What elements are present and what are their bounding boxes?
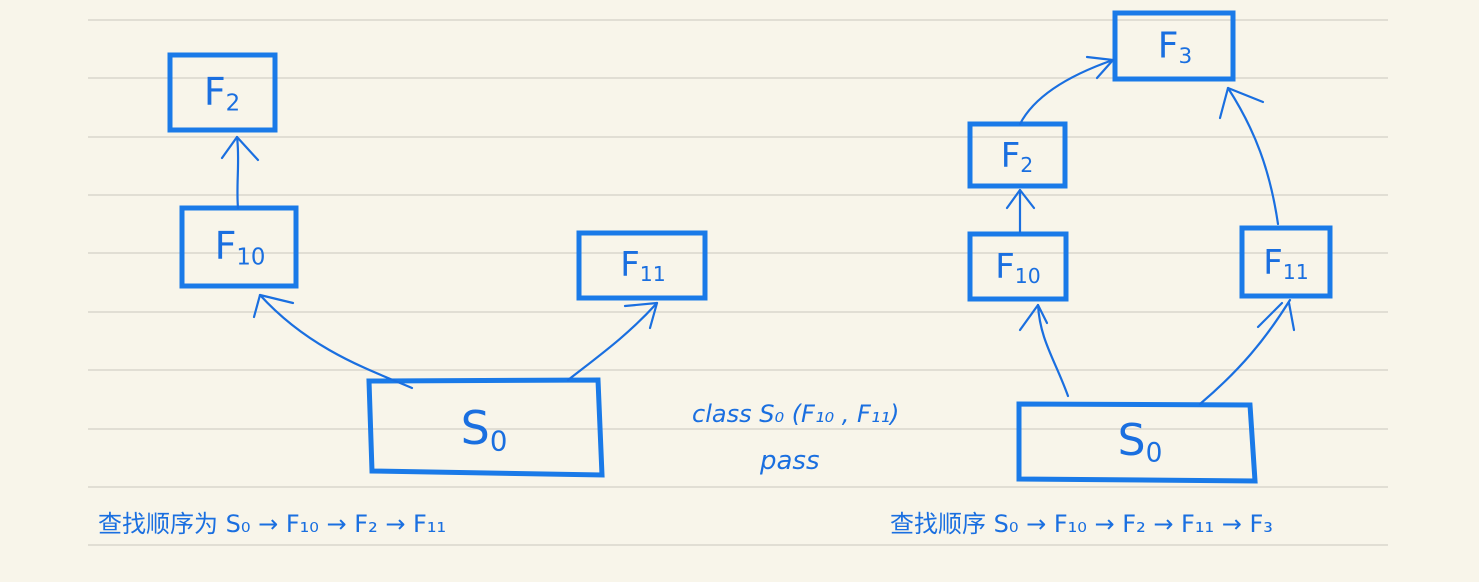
code-line-pass: pass (760, 446, 820, 476)
left-arrow-f10-f2 (235, 135, 240, 210)
right-arrow-s0-f11 (1198, 298, 1292, 406)
ruled-lines (88, 19, 1388, 546)
right-arrow-f11-f3 (1226, 86, 1280, 226)
right-node-f11-box (1239, 225, 1333, 299)
left-node-s0-box (366, 377, 605, 478)
right-arrow-s0-f10 (1036, 303, 1070, 398)
left-arrow-s0-f10 (258, 293, 414, 390)
right-arrows (1005, 55, 1296, 406)
left-arrowhead-f10 (252, 293, 295, 319)
left-node-f10-label: F10 (214, 223, 266, 271)
code-line-class: class S₀ (F₁₀ , F₁₁) (692, 400, 900, 428)
left-node-s0-label: S0 (460, 400, 508, 458)
left-node-f11-label: F11 (620, 244, 666, 286)
right-arrowhead-f3-left (1085, 55, 1115, 80)
right-node-f2-box (967, 121, 1068, 189)
left-arrowhead-f11 (623, 301, 659, 330)
right-node-s0-label: S0 (1117, 415, 1163, 469)
right-node-s0-box (1016, 401, 1258, 484)
right-lookup-order-caption: 查找顺序 S₀ → F₁₀ → F₂ → F₁₁ → F₃ (890, 510, 1273, 538)
right-arrow-f2-f3 (1018, 58, 1115, 126)
left-node-f2-label: F2 (203, 69, 241, 117)
right-arrowhead-f2 (1005, 188, 1036, 210)
left-node-f11-box (576, 230, 708, 301)
right-arrowhead-f11-a (1256, 301, 1284, 329)
right-arrowhead-f10 (1018, 303, 1049, 332)
right-node-f10-box (967, 231, 1069, 302)
right-arrowhead-f11-b (1287, 301, 1296, 332)
right-node-f10-label: F10 (995, 246, 1041, 288)
right-arrowhead-f3-right (1218, 86, 1265, 120)
left-node-f2-box (167, 52, 278, 133)
left-lookup-order-caption: 查找顺序为 S₀ → F₁₀ → F₂ → F₁₁ (98, 510, 447, 538)
right-node-f3-label: F3 (1157, 25, 1193, 69)
right-node-f11-label: F11 (1263, 242, 1309, 284)
left-arrows (220, 135, 659, 390)
right-node-f3-box (1112, 10, 1236, 82)
left-arrowhead-f2 (220, 135, 260, 162)
left-arrow-s0-f11 (566, 301, 659, 382)
right-node-f2-label: F2 (1000, 135, 1034, 177)
